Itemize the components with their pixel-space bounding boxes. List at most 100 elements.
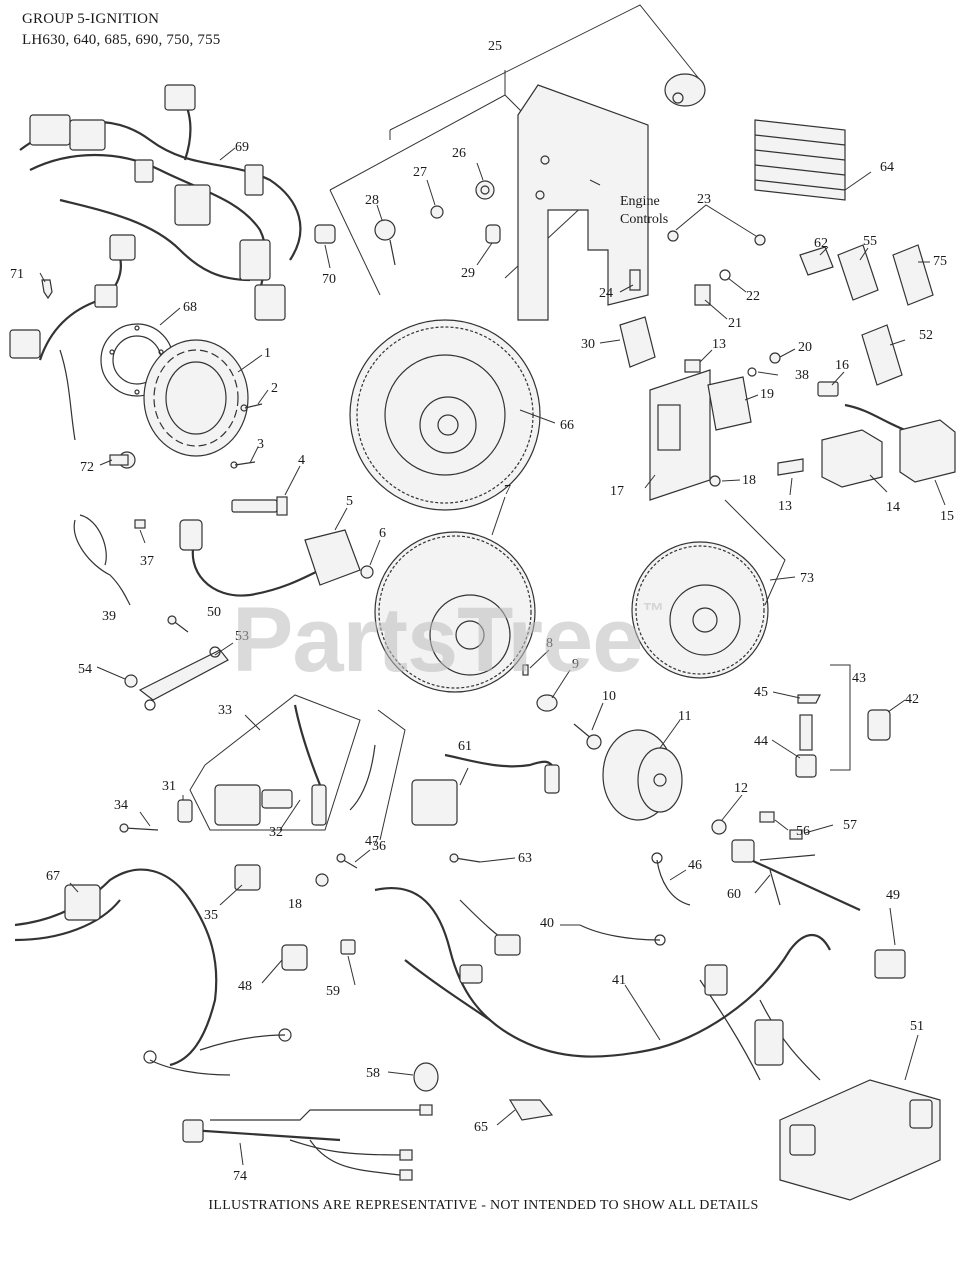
- label-64: 64: [880, 160, 894, 175]
- label-59: 59: [326, 984, 340, 999]
- part-45-terminal: [797, 694, 821, 704]
- label-72: 72: [80, 460, 94, 475]
- label-6: 6: [379, 526, 386, 541]
- label-51: 51: [910, 1019, 924, 1034]
- label-48: 48: [238, 979, 252, 994]
- label-40: 40: [540, 916, 554, 931]
- part-62-module: [799, 246, 834, 276]
- part-15-boot: [899, 419, 956, 483]
- part-66-flywheel: [349, 319, 541, 511]
- part-47-lead: [349, 709, 406, 841]
- label-18a: 18: [742, 473, 756, 488]
- diagram-group-title: GROUP 5-IGNITION: [22, 11, 160, 27]
- label-13b: 13: [778, 499, 792, 514]
- part-75-module: [892, 244, 934, 306]
- part-44-sensor: [795, 714, 817, 778]
- part-31-spacer: [177, 799, 193, 823]
- label-70: 70: [322, 272, 336, 287]
- label-26: 26: [452, 146, 466, 161]
- part-3-bolt: [230, 461, 256, 469]
- label-25: 25: [488, 39, 502, 54]
- label-63: 63: [518, 851, 532, 866]
- label-13: 13: [712, 337, 726, 352]
- label-5: 5: [346, 494, 353, 509]
- label-17: 17: [610, 484, 624, 499]
- label-11: 11: [678, 709, 691, 724]
- part-18-screw-right: [709, 475, 721, 487]
- part-19-regulator: [707, 376, 752, 431]
- part-50-bolt: [167, 615, 189, 633]
- part-52-module: [861, 324, 903, 386]
- label-57: 57: [843, 818, 857, 833]
- label-15: 15: [940, 509, 954, 524]
- label-21: 21: [728, 316, 742, 331]
- label-30: 30: [581, 337, 595, 352]
- diagram-model-list: LH630, 640, 685, 690, 750, 755: [22, 32, 221, 48]
- label-4: 4: [298, 453, 305, 468]
- label-8: 8: [546, 636, 553, 651]
- part-37-fastener: [134, 519, 146, 529]
- label-52: 52: [919, 328, 933, 343]
- part-38-washer: [747, 367, 757, 377]
- part-4-spark-plug: [231, 496, 288, 516]
- label-36: 36: [372, 839, 386, 854]
- label-41: 41: [612, 973, 626, 988]
- part-48-connector: [281, 944, 308, 971]
- part-36-bolt: [336, 853, 358, 869]
- part-71-terminal: [41, 279, 53, 300]
- label-28: 28: [365, 193, 379, 208]
- label-44: 44: [754, 734, 768, 749]
- part-5-ignition-coil: [179, 519, 361, 597]
- part-21-clip: [694, 284, 711, 306]
- label-engine-controls-1: Engine: [620, 194, 660, 209]
- part-39-cable-tie: [73, 514, 131, 606]
- part-42-switch: [867, 709, 891, 741]
- part-41-main-harness: [374, 887, 831, 1081]
- part-16-connector: [817, 381, 906, 432]
- label-31: 31: [162, 779, 176, 794]
- label-74: 74: [233, 1169, 247, 1184]
- label-20: 20: [798, 340, 812, 355]
- part-55-module: [837, 244, 879, 301]
- label-24: 24: [599, 286, 613, 301]
- label-69: 69: [235, 140, 249, 155]
- part-9-washer: [536, 694, 558, 712]
- part-7-flywheel: [374, 531, 536, 693]
- label-1: 1: [264, 346, 271, 361]
- part-54-washer: [124, 674, 138, 688]
- part-29-plug: [485, 224, 501, 244]
- part-35-connector: [234, 864, 261, 891]
- part-51-control-module: [779, 1079, 941, 1201]
- label-50: 50: [207, 605, 221, 620]
- label-29: 29: [461, 266, 475, 281]
- label-67: 67: [46, 869, 60, 884]
- part-28-key-switch: [374, 219, 396, 266]
- label-55: 55: [863, 234, 877, 249]
- part-63-bolt: [449, 853, 481, 863]
- part-2-bolt: [240, 403, 263, 412]
- part-13-clip: [684, 359, 701, 373]
- part-25-switch: [664, 73, 706, 107]
- part-65-bracket: [508, 1099, 554, 1121]
- label-61: 61: [458, 739, 472, 754]
- part-13b-clip: [777, 458, 804, 476]
- label-12: 12: [734, 781, 748, 796]
- part-60-harness: [731, 839, 861, 911]
- label-66: 66: [560, 418, 574, 433]
- label-58: 58: [366, 1066, 380, 1081]
- part-49-relay: [874, 949, 906, 979]
- part-17-plate: [649, 369, 711, 501]
- label-38: 38: [795, 368, 809, 383]
- part-labels: 1 2 3 4 5 6 7 8 9 10 11 12 13 13 14 15 1…: [10, 39, 954, 1184]
- label-75: 75: [933, 254, 947, 269]
- part-73-flywheel: [631, 499, 786, 679]
- label-60: 60: [727, 887, 741, 902]
- label-32: 32: [269, 825, 283, 840]
- part-11-hub: [602, 729, 683, 821]
- label-37: 37: [140, 554, 154, 569]
- part-70-clip: [314, 224, 336, 244]
- label-engine-controls-2: Controls: [620, 212, 668, 227]
- part-72-clamp: [109, 451, 136, 469]
- part-57-terminal: [789, 829, 803, 840]
